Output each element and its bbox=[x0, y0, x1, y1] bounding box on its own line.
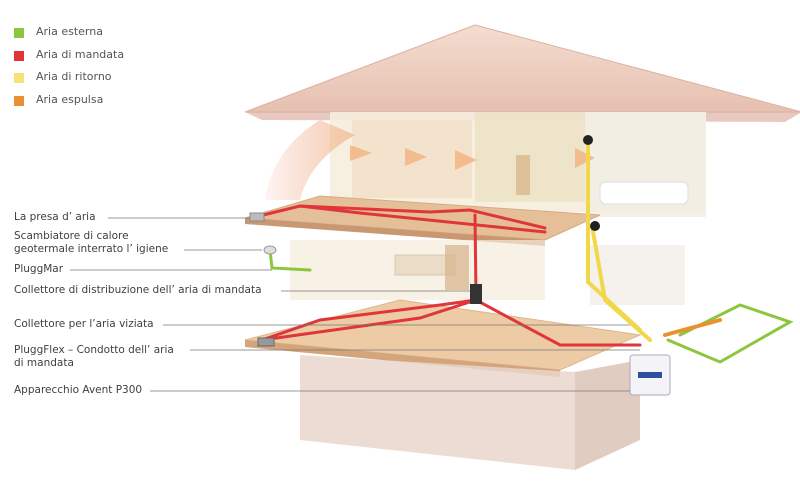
legend-label: Aria di mandata bbox=[36, 47, 125, 61]
extract-valve-upper bbox=[583, 135, 593, 145]
callout-air-intake: La presa d’ aria bbox=[14, 211, 96, 224]
warm-air-waves bbox=[265, 120, 355, 200]
supply-distribution-box bbox=[470, 284, 482, 304]
callout-supply-distribution-collector: Collettore di distribuzione dell’ aria d… bbox=[14, 284, 262, 297]
bookshelf bbox=[516, 155, 530, 195]
callout-extract-collector: Collettore per l’aria viziata bbox=[14, 318, 154, 331]
callout-text: Collettore per l’aria viziata bbox=[14, 318, 154, 330]
upper-floor-slab-edge bbox=[245, 218, 545, 246]
cabinet bbox=[445, 245, 469, 290]
supply-air-ducts bbox=[253, 204, 642, 347]
legend-swatch bbox=[14, 28, 24, 38]
callout-pluggflex-duct: PluggFlex – Condotto dell’ aria di manda… bbox=[14, 344, 174, 369]
foundation-side bbox=[575, 360, 640, 470]
legend-label: Aria espulsa bbox=[36, 92, 104, 106]
warm-air-arrow-2 bbox=[405, 148, 427, 166]
callout-text: Apparecchio Avent P300 bbox=[14, 384, 143, 396]
legend-swatch bbox=[14, 95, 24, 106]
callout-text: Scambiatore di calore bbox=[14, 230, 129, 242]
callout-text: La presa d’ aria bbox=[14, 211, 96, 223]
callout-text: PluggMar bbox=[14, 263, 64, 275]
warm-air-arrow-3 bbox=[455, 150, 477, 170]
bathtub bbox=[599, 181, 689, 205]
callout-text: di mandata bbox=[14, 356, 74, 369]
callout-text: Collettore di distribuzione dell’ aria d… bbox=[14, 284, 262, 296]
legend-swatch bbox=[14, 50, 24, 61]
callout-avent-p300: Apparecchio Avent P300 bbox=[14, 384, 142, 397]
pluggmar-cap bbox=[263, 245, 277, 255]
legend-label: Aria esterna bbox=[36, 25, 103, 38]
callout-text: PluggFlex – Condotto dell’ aria bbox=[14, 344, 174, 356]
extract-collector-box bbox=[257, 337, 275, 347]
callout-pluggmar: PluggMar bbox=[14, 263, 63, 276]
outside-air-ducts bbox=[268, 248, 794, 364]
air-intake-vent bbox=[249, 212, 265, 222]
avent-p300-badge bbox=[638, 372, 662, 378]
legend-swatch bbox=[14, 73, 24, 83]
callout-geothermal-heat-exchanger: Scambiatore di calore geotermale interra… bbox=[14, 230, 168, 255]
roof bbox=[244, 24, 800, 113]
extract-valve-lower bbox=[590, 221, 600, 231]
legend-label: Aria di ritorno bbox=[36, 70, 112, 83]
callout-leader-lines bbox=[70, 217, 640, 392]
warm-air-arrow-4 bbox=[575, 148, 595, 168]
warm-air-arrow-1 bbox=[350, 145, 372, 161]
exhaust-air-duct bbox=[663, 318, 722, 337]
foundation bbox=[300, 355, 575, 470]
callout-text: geotermale interrato l’ igiene bbox=[14, 242, 169, 255]
return-air-ducts bbox=[586, 138, 652, 342]
